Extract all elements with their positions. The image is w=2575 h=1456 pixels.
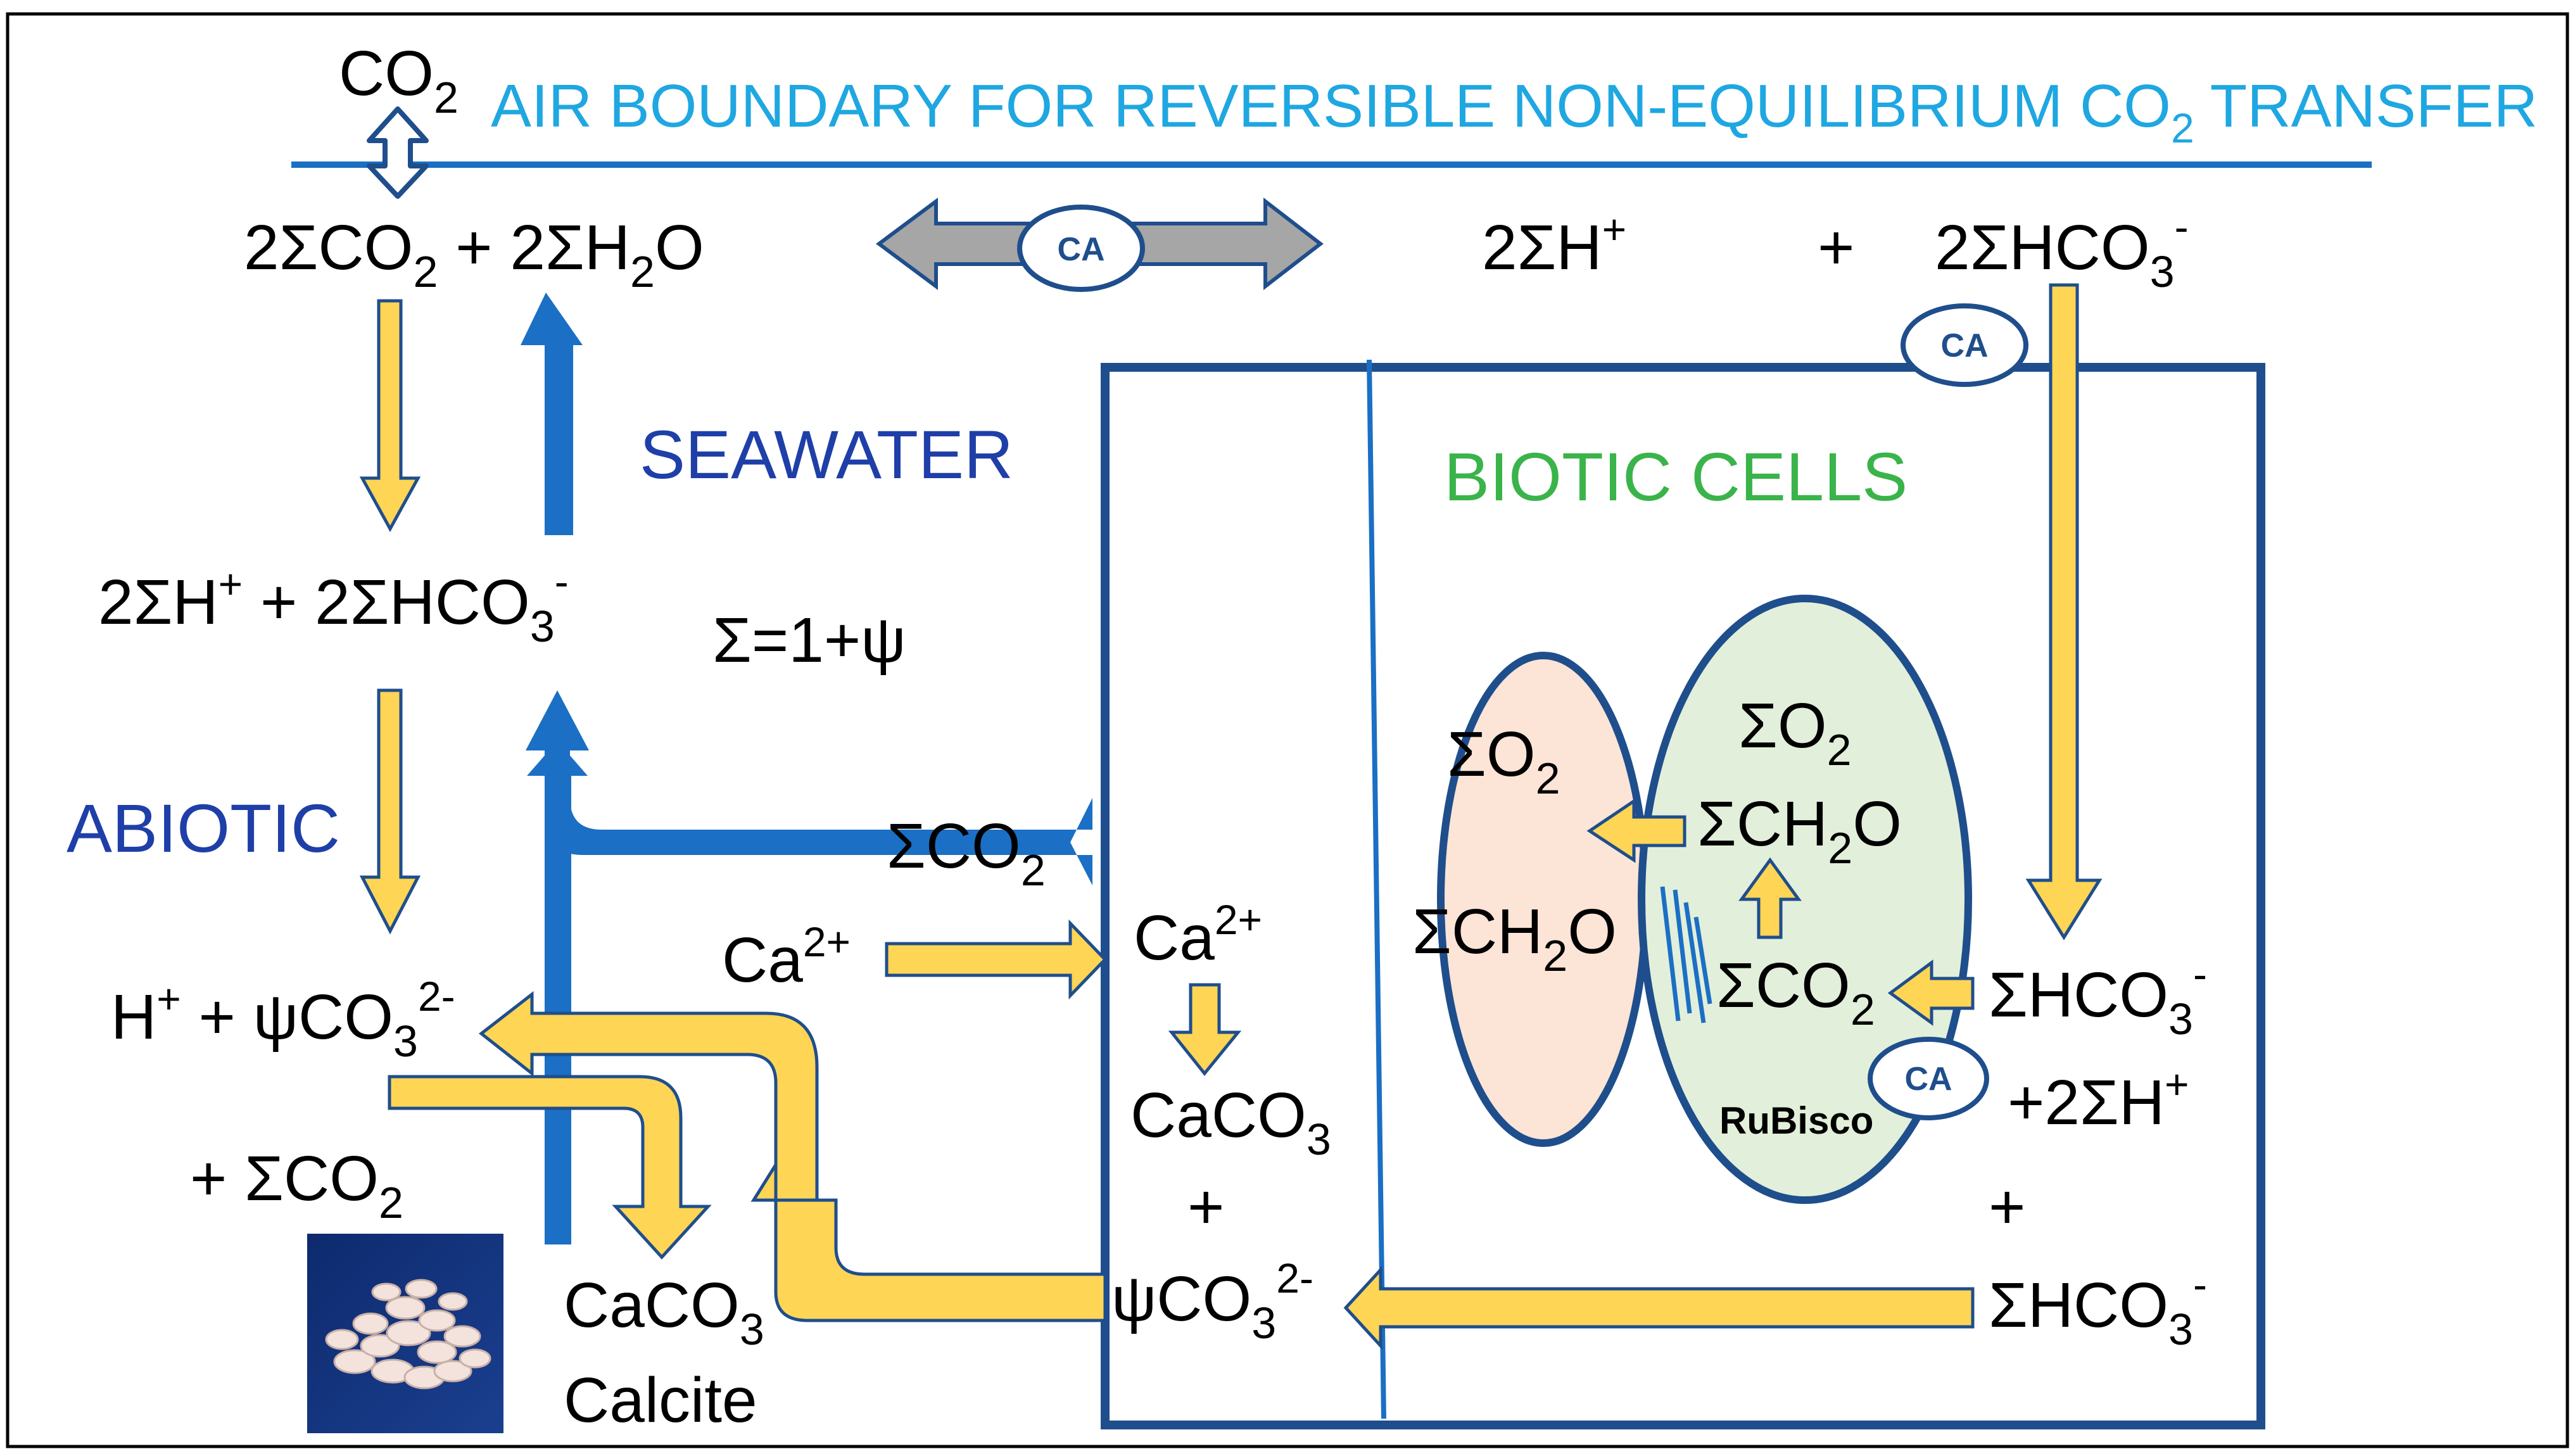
air-exchange-double-arrow — [367, 106, 429, 199]
caco3-abiotic: CaCO3 — [564, 1270, 764, 1354]
caco3-biotic: CaCO3 — [1130, 1080, 1331, 1164]
orange-ch2o: ΣCH2O — [1412, 896, 1617, 980]
right-plus: + — [1989, 1172, 2025, 1243]
calcite-label: Calcite — [564, 1365, 757, 1436]
seawater-label: SEAWATER — [640, 416, 1013, 493]
ca-label-right: CA — [1940, 327, 1988, 364]
calcite-precipitation-arrow — [388, 1075, 712, 1260]
top-equation-left: 2ΣCO2 + 2ΣH2O — [244, 212, 704, 296]
ca-enzyme-badge-right — [1901, 303, 2028, 387]
co2-to-ch2o-arrow — [1738, 857, 1802, 939]
abiotic-label: ABIOTIC — [66, 790, 340, 866]
yellow-upper-loop — [478, 991, 819, 1202]
ca-ion-right: Ca2+ — [1134, 896, 1262, 973]
ca-enzyme-badge-top — [1017, 205, 1145, 292]
thylakoid-stripes — [1660, 886, 1712, 1023]
green-ch2o: ΣCH2O — [1697, 788, 1902, 873]
mid-equation: 2ΣH+ + 2ΣHCO3- — [98, 558, 569, 651]
h-hco3-down-arrow — [359, 688, 421, 935]
hco3-to-co2-arrow — [1887, 959, 1975, 1026]
cell-membrane-line — [1367, 359, 1386, 1419]
green-co2: ΣCO2 — [1716, 950, 1875, 1034]
calcite-up-arrow — [545, 773, 571, 1244]
biotic-cells-box — [1101, 363, 2265, 1429]
blue-arrowhead-low — [527, 741, 588, 776]
sigma-definition: Σ=1+ψ — [712, 605, 906, 676]
top-equation-plus: + — [1818, 212, 1854, 283]
green-o2: ΣO2 — [1738, 690, 1852, 775]
rubisco-label: RuBisco — [1719, 1099, 1873, 1142]
right-hco3-1: ΣHCO3- — [1989, 951, 2207, 1044]
right-h-plus: +2ΣH+ — [2008, 1061, 2189, 1138]
co2-down-arrow — [359, 299, 421, 533]
calcite-grains — [325, 1279, 491, 1390]
top-equation-bicarbonate: 2ΣHCO3- — [1935, 203, 2189, 296]
h2o-up-arrow — [521, 293, 583, 535]
abiotic-equation: H+ + ψCO32- — [111, 973, 455, 1066]
right-hco3-2: ΣHCO3- — [1989, 1261, 2207, 1354]
plus-biotic: + — [1187, 1172, 1224, 1243]
oxygen-transfer-arrow — [1586, 798, 1686, 863]
caco3-down-arrow — [1168, 983, 1242, 1076]
ca-enzyme-badge-cell — [1868, 1037, 1989, 1120]
ca-ion-left: Ca2+ — [722, 918, 851, 996]
orange-o2: ΣO2 — [1447, 719, 1560, 803]
hco3-uptake-arrow — [2025, 283, 2103, 940]
ca-label-cell: CA — [1904, 1061, 1952, 1098]
ca-label-top: CA — [1057, 231, 1104, 268]
abiotic-sum-co2: + ΣCO2 — [190, 1143, 403, 1227]
air-boundary-title: AIR BOUNDARY FOR REVERSIBLE NON-EQUILIBR… — [491, 72, 2538, 151]
sigma-co2-return-path — [877, 798, 1424, 885]
psi-co3-biotic: ψCO32- — [1111, 1255, 1313, 1348]
yellow-loop-arrow — [750, 1146, 1107, 1322]
sigma-co2-output: ΣCO2 — [887, 811, 1046, 895]
bottom-carbonate-arrow — [1343, 1265, 1975, 1350]
air-co2-label: CO2 — [339, 38, 459, 122]
ca-ion-transfer-arrow — [885, 919, 1108, 1000]
biotic-cells-label: BIOTIC CELLS — [1444, 438, 1908, 515]
top-equation-h-plus: 2ΣH+ — [1482, 206, 1626, 283]
